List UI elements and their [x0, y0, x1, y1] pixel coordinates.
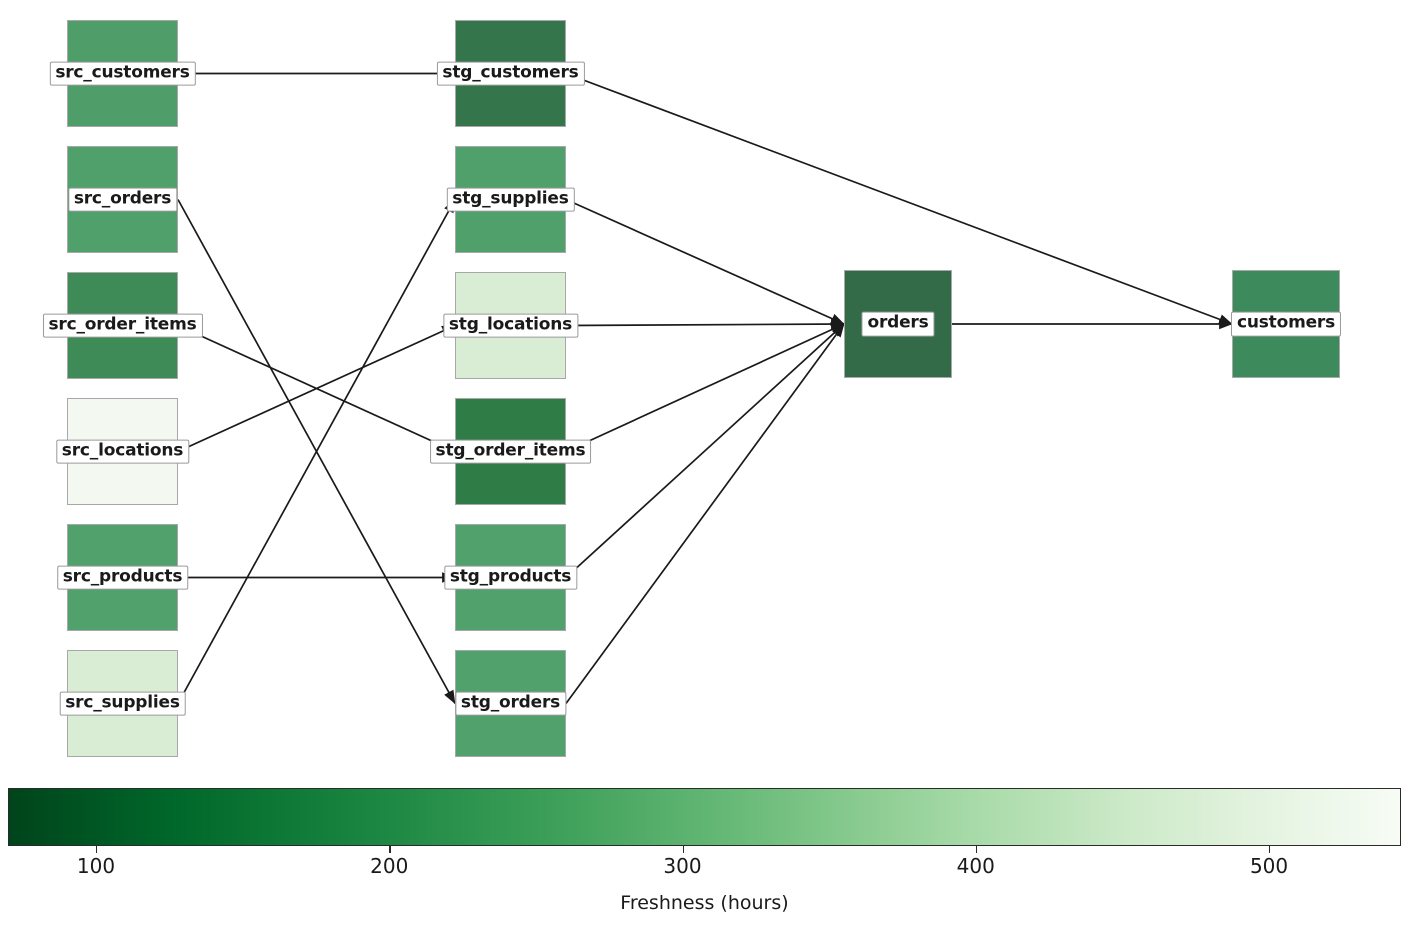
node-label-stg_orders: stg_orders: [454, 691, 567, 716]
node-label-src_locations: src_locations: [55, 439, 190, 464]
edge-stg_supplies-to-orders: [565, 198, 845, 325]
node-label-src_order_items: src_order_items: [42, 313, 203, 338]
node-label-stg_supplies: stg_supplies: [446, 187, 575, 212]
node-label-stg_order_items: stg_order_items: [429, 439, 592, 464]
edge-layer: [177, 72, 1233, 705]
colorbar-tick-label-400: 400: [956, 854, 995, 878]
colorbar: 100 200 300 400 500 Freshness (hours): [8, 788, 1401, 926]
colorbar-tick-100: [95, 846, 98, 853]
edge-src_supplies-to-stg_supplies: [177, 198, 456, 704]
edge-stg_products-to-orders: [565, 323, 845, 579]
node-label-src_products: src_products: [56, 565, 189, 590]
colorbar-tick-500: [1269, 846, 1271, 853]
colorbar-axis-label: Freshness (hours): [620, 892, 789, 914]
colorbar-tick-label-300: 300: [663, 854, 702, 878]
edge-stg_order_items-to-orders: [565, 323, 845, 453]
node-label-src_customers: src_customers: [49, 61, 196, 86]
edge-stg_locations-to-orders: [565, 318, 845, 330]
edge-stg_orders-to-orders: [565, 323, 845, 705]
edge-src_order_items-to-stg_order_items: [177, 324, 456, 453]
node-label-src_supplies: src_supplies: [59, 691, 186, 716]
edge-src_orders-to-stg_orders: [177, 199, 456, 705]
colorbar-tick-300: [682, 846, 684, 853]
colorbar-tick-400: [975, 846, 978, 853]
colorbar-tick-label-200: 200: [370, 854, 409, 878]
colorbar-tick-label-500: 500: [1249, 854, 1289, 878]
node-label-src_orders: src_orders: [67, 187, 178, 212]
colorbar-gradient: [8, 788, 1401, 846]
node-label-stg_products: stg_products: [443, 565, 578, 590]
node-label-stg_locations: stg_locations: [442, 313, 579, 338]
node-label-orders: orders: [861, 311, 935, 337]
node-label-stg_customers: stg_customers: [436, 61, 585, 86]
node-label-customers: customers: [1230, 311, 1342, 337]
colorbar-tick-200: [389, 846, 391, 853]
edge-src_locations-to-stg_locations: [177, 324, 456, 453]
colorbar-tick-label-100: 100: [76, 854, 116, 878]
